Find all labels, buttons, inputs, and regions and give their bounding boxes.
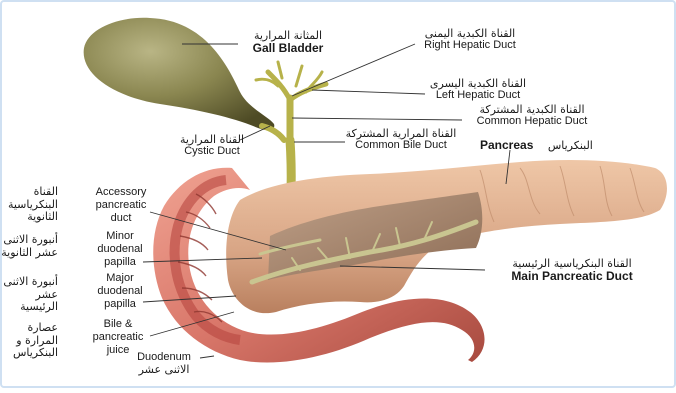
label-main-pancreatic-duct: القناة البنكرياسية الرئيسية Main Pancrea… bbox=[486, 258, 658, 282]
label-common-hepatic-duct: القناة الكبدية المشتركة Common Hepatic D… bbox=[460, 104, 604, 127]
label-major-duodenal-papilla-en: Major duodenal papilla bbox=[92, 272, 148, 312]
label-pancreas: Pancreas البنكرياس bbox=[480, 137, 593, 154]
label-duodenum: Duodenum الاثنى عشر bbox=[126, 352, 202, 375]
label-left-hepatic-duct: القناة الكبدية اليسرى Left Hepatic Duct bbox=[420, 78, 536, 101]
label-right-hepatic-duct-en: Right Hepatic Duct bbox=[408, 40, 532, 52]
label-right-hepatic-duct-ar: القناة الكبدية اليمنى bbox=[408, 28, 532, 40]
label-minor-duodenal-papilla-en: Minor duodenal papilla bbox=[92, 230, 148, 270]
label-left-hepatic-duct-en: Left Hepatic Duct bbox=[420, 90, 536, 102]
label-common-bile-duct-en: Common Bile Duct bbox=[340, 140, 462, 152]
label-cystic-duct: القناة المرارية Cystic Duct bbox=[172, 134, 252, 157]
label-cystic-duct-en: Cystic Duct bbox=[172, 146, 252, 158]
label-cystic-duct-ar: القناة المرارية bbox=[172, 134, 252, 146]
label-major-duodenal-papilla-ar: أنبورة الاثنى عشر الرئيسية bbox=[0, 276, 58, 314]
label-main-pancreatic-duct-ar: القناة البنكرياسية الرئيسية bbox=[486, 258, 658, 270]
label-common-hepatic-duct-ar: القناة الكبدية المشتركة bbox=[460, 104, 604, 116]
label-pancreas-ar: البنكرياس bbox=[548, 139, 593, 152]
label-common-bile-duct: القناة المرارية المشتركة Common Bile Duc… bbox=[340, 128, 462, 151]
label-pancreas-en: Pancreas bbox=[480, 138, 533, 152]
label-common-hepatic-duct-en: Common Hepatic Duct bbox=[460, 116, 604, 128]
label-main-pancreatic-duct-en: Main Pancreatic Duct bbox=[486, 270, 658, 283]
label-duodenum-ar: الاثنى عشر bbox=[126, 364, 202, 376]
label-gall-bladder: المثانة المرارية Gall Bladder bbox=[236, 30, 340, 54]
label-duodenum-en: Duodenum bbox=[126, 352, 202, 364]
label-right-hepatic-duct: القناة الكبدية اليمنى Right Hepatic Duct bbox=[408, 28, 532, 51]
label-common-bile-duct-ar: القناة المرارية المشتركة bbox=[340, 128, 462, 140]
label-accessory-pancreatic-duct-en: Accessory pancreatic duct bbox=[86, 186, 156, 226]
label-bile-pancreatic-juice-ar: عصارة المرارة و البنكرياس bbox=[4, 322, 58, 360]
label-left-hepatic-duct-ar: القناة الكبدية اليسرى bbox=[420, 78, 536, 90]
label-accessory-pancreatic-duct-ar: القناة البنكرياسية الثانوية bbox=[4, 186, 58, 224]
label-minor-duodenal-papilla-ar: أنبورة الاثنى عشر الثانوية bbox=[0, 234, 58, 259]
label-gall-bladder-ar: المثانة المرارية bbox=[236, 30, 340, 42]
label-gall-bladder-en: Gall Bladder bbox=[236, 42, 340, 55]
